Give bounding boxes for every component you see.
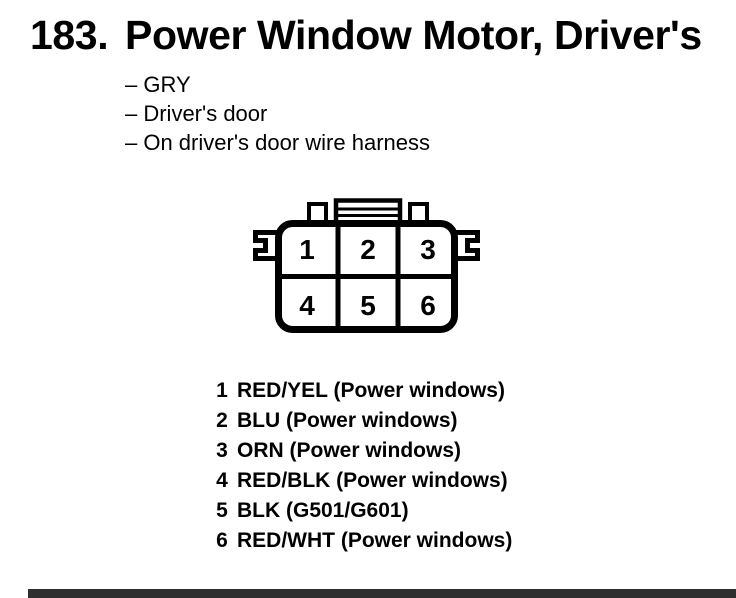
pin-number-4: 4 xyxy=(299,290,315,321)
legend-pin-number: 2 xyxy=(216,409,228,432)
note-wire-color: – GRY xyxy=(125,72,191,97)
legend-wire-label: RED/YEL (Power windows) xyxy=(237,379,505,402)
legend-pin-number: 3 xyxy=(216,439,228,462)
connector-diagram: 1 2 3 4 5 6 xyxy=(253,198,480,333)
figure-title-text: Power Window Motor, Driver's xyxy=(125,12,702,58)
pin-number-2: 2 xyxy=(360,234,376,265)
pin-legend: 1 RED/YEL (Power windows) 2 BLU (Power w… xyxy=(215,376,512,556)
legend-pin-number: 1 xyxy=(216,379,228,402)
legend-row: 3 ORN (Power windows) xyxy=(215,436,512,466)
page-edge-bar xyxy=(28,589,736,598)
legend-wire-label: RED/BLK (Power windows) xyxy=(237,469,508,492)
connector-ear-right xyxy=(450,230,480,261)
pin-number-6: 6 xyxy=(420,290,436,321)
legend-wire-label: RED/WHT (Power windows) xyxy=(237,529,513,552)
pin-number-3: 3 xyxy=(420,234,436,265)
legend-wire-label: ORN (Power windows) xyxy=(237,439,462,462)
legend-wire-label: BLU (Power windows) xyxy=(237,409,458,432)
legend-pin-number: 5 xyxy=(216,499,228,522)
legend-pin-number: 4 xyxy=(216,469,228,492)
pin-number-1: 1 xyxy=(299,234,315,265)
legend-row: 6 RED/WHT (Power windows) xyxy=(215,526,512,556)
legend-row: 4 RED/BLK (Power windows) xyxy=(215,466,512,496)
legend-row: 5 BLK (G501/G601) xyxy=(215,496,512,526)
legend-pin-number: 6 xyxy=(216,529,228,552)
legend-row: 1 RED/YEL (Power windows) xyxy=(215,376,512,406)
note-harness: – On driver's door wire harness xyxy=(125,130,430,155)
note-location: – Driver's door xyxy=(125,101,268,126)
connector-ear-left xyxy=(253,230,283,261)
pin-number-5: 5 xyxy=(360,290,376,321)
legend-row: 2 BLU (Power windows) xyxy=(215,406,512,436)
figure-title: 183. Power Window Motor, Driver's xyxy=(30,15,702,56)
connector-notes: – GRY – Driver's door – On driver's door… xyxy=(125,70,430,157)
figure-number: 183. xyxy=(30,12,109,58)
legend-wire-label: BLK (G501/G601) xyxy=(237,499,409,522)
